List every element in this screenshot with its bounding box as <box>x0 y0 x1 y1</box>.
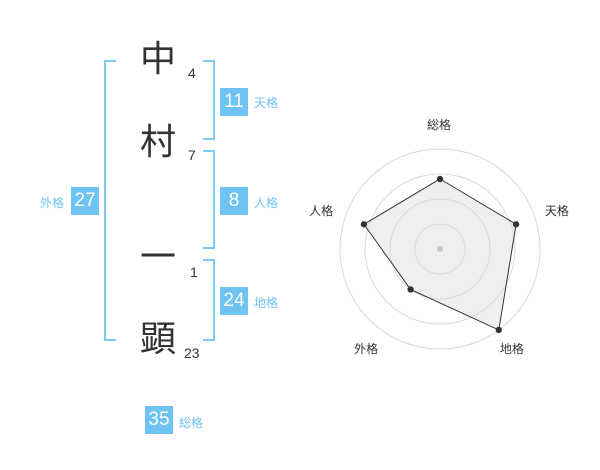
radar-axis-label-0: 総格 <box>427 118 452 132</box>
radar-axis-label-3: 外格 <box>354 342 379 357</box>
radar-point-1 <box>512 221 520 228</box>
jinkaku-badge: 8 <box>220 187 248 215</box>
chikaku-bracket <box>203 259 215 341</box>
stroke-count-4: 23 <box>184 345 200 361</box>
jinkaku-label: 人格 <box>254 196 279 210</box>
tenkaku-label: 天格 <box>254 96 279 110</box>
radar-center-dot <box>437 246 443 252</box>
gaikaku-badge: 27 <box>71 187 99 215</box>
name-char-3: 一 <box>139 237 176 278</box>
radar-ring-1 <box>414 223 466 275</box>
radar-point-0 <box>436 175 444 183</box>
tenkaku-bracket <box>203 60 215 140</box>
stroke-count-2: 7 <box>188 147 196 163</box>
radar-ring-4 <box>339 148 541 350</box>
radar-series-polygon <box>363 178 517 331</box>
radar-point-3 <box>407 286 414 293</box>
jinkaku-bracket <box>203 150 215 249</box>
radar-axis-label-4: 人格 <box>309 203 334 218</box>
radar-ring-3 <box>364 173 516 325</box>
chikaku-badge: 24 <box>220 287 248 315</box>
stroke-count-3: 1 <box>190 264 198 280</box>
radar-point-4 <box>360 221 368 228</box>
name-char-2: 村 <box>139 122 176 163</box>
soukaku-badge: 35 <box>145 406 173 434</box>
chikaku-label: 地格 <box>254 296 279 310</box>
gaikaku-bracket <box>104 60 116 341</box>
name-char-4: 顕 <box>139 319 176 360</box>
gaikaku-label: 外格 <box>40 196 65 210</box>
tenkaku-badge: 11 <box>220 88 248 116</box>
radar-point-2 <box>495 326 502 334</box>
stroke-count-1: 4 <box>188 65 196 81</box>
radar-axis-label-1: 天格 <box>544 203 569 218</box>
name-char-1: 中 <box>139 39 176 80</box>
radar-axis-label-2: 地格 <box>499 342 524 357</box>
soukaku-label: 総格 <box>179 416 204 430</box>
radar-ring-2 <box>389 198 491 300</box>
